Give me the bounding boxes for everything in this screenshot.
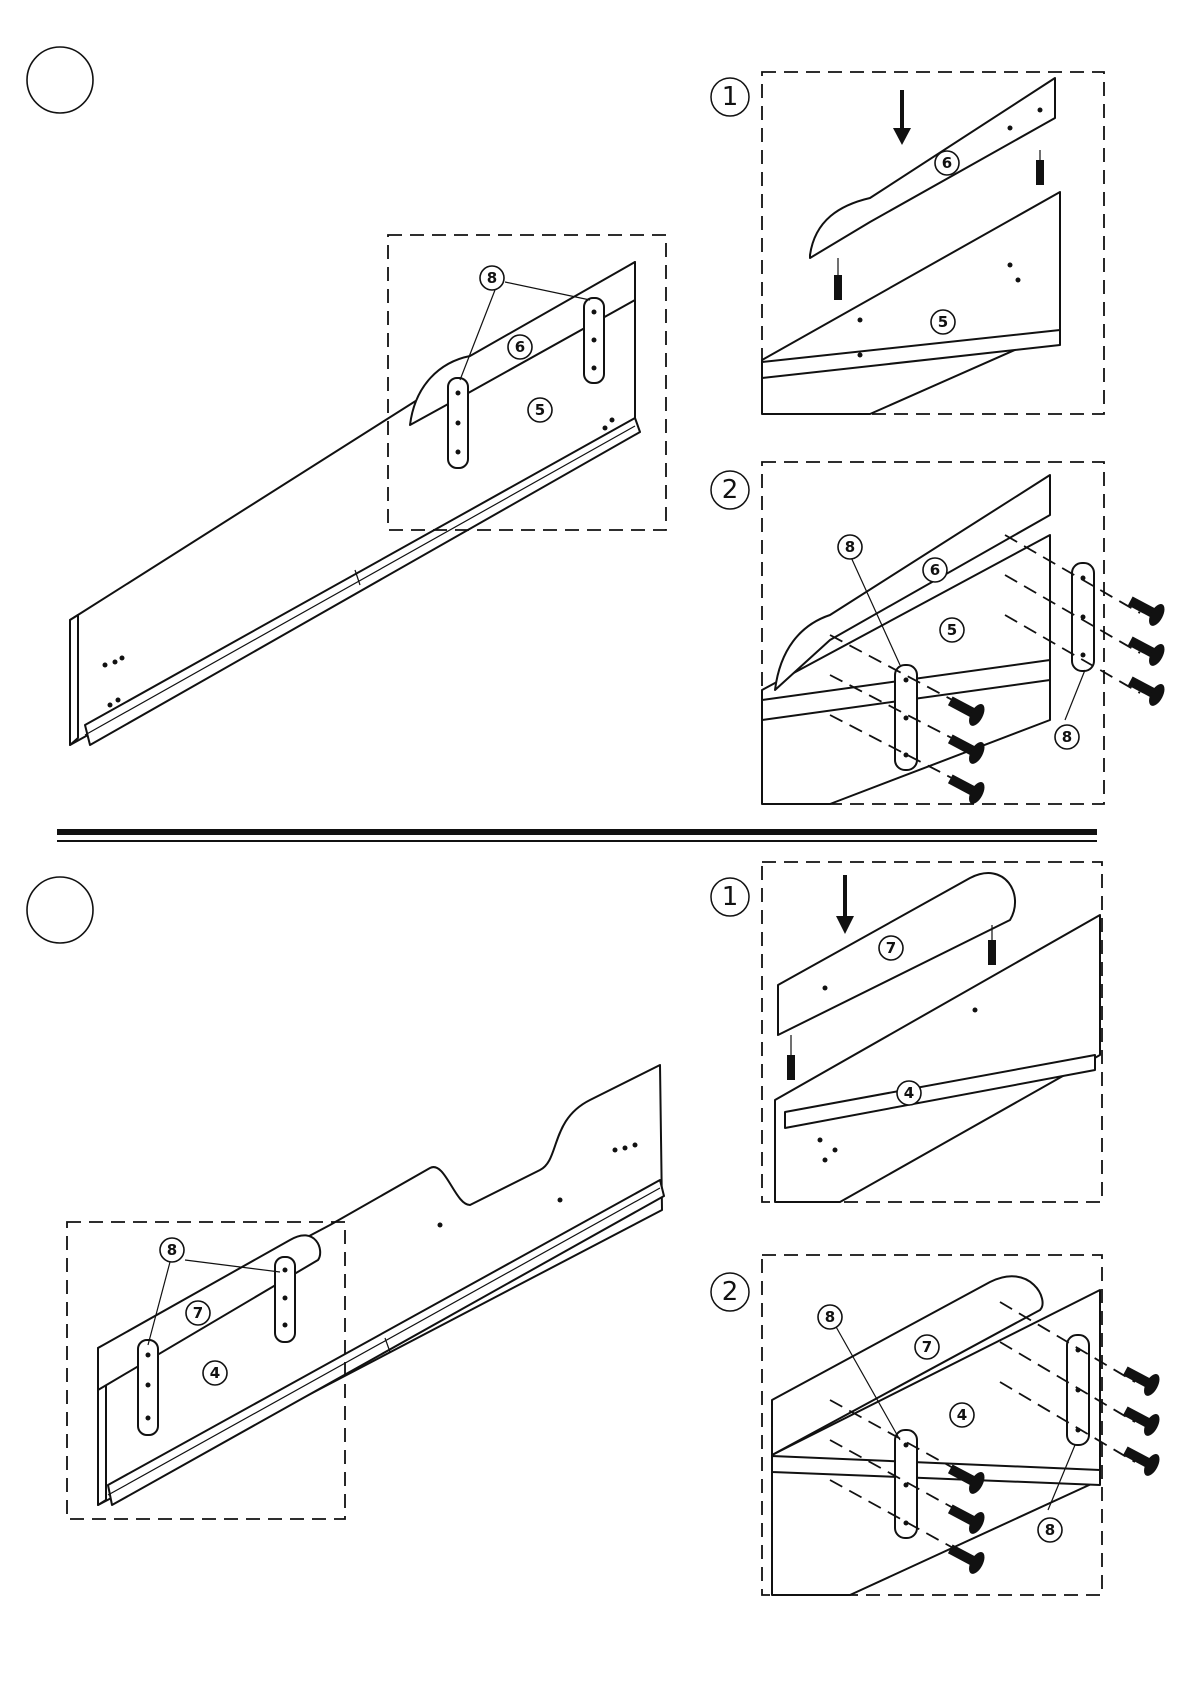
inset-b1-number: 1 [722,882,739,912]
part-label-bracket: 8 [825,1308,835,1326]
part-label-bracket: 8 [487,269,497,287]
part-label-bracket: 8 [1062,728,1072,746]
inset-b2-number: 2 [722,1277,739,1307]
part-label-cap: 6 [515,338,525,356]
part-label-bracket: 8 [167,1241,177,1259]
part-label-rail: 4 [904,1084,914,1102]
step-circle-icon [27,47,93,113]
inset-b1-drawing [775,873,1100,1202]
part-label-rail: 5 [938,313,948,331]
part-label-rail: 5 [947,621,957,639]
section-divider [57,840,1097,842]
part-label-cap: 7 [886,939,896,957]
step-circle-icon [27,877,93,943]
part-label-cap: 7 [193,1304,203,1322]
section-divider [57,829,1097,835]
inset-a1-drawing [762,78,1060,414]
part-label-bracket: 8 [1045,1521,1055,1539]
part-label-rail: 4 [957,1406,967,1424]
part-label-rail: 4 [210,1364,220,1382]
part-label-cap: 6 [930,561,940,579]
overview-a [70,235,666,745]
part-label-cap: 6 [942,154,952,172]
part-label-bracket: 8 [845,538,855,556]
inset-a2-number: 2 [722,475,739,505]
overview-b [67,1065,664,1519]
part-label-cap: 7 [922,1338,932,1356]
part-label-rail: 5 [535,401,545,419]
inset-a1-number: 1 [722,82,739,112]
